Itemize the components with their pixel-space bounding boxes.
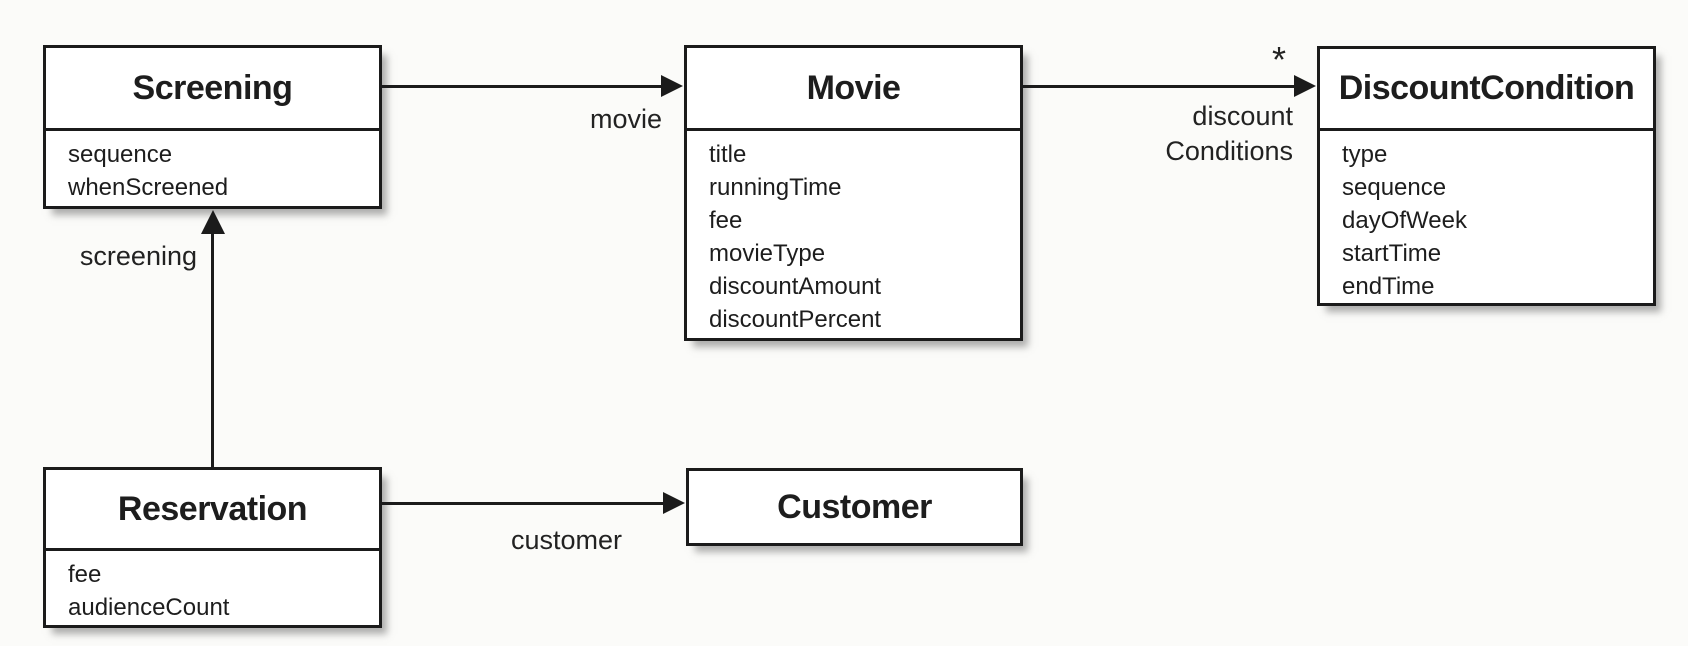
class-box-movie: Movie title runningTime fee movieType di…: [684, 45, 1023, 341]
class-attributes-discount-condition: type sequence dayOfWeek startTime endTim…: [1320, 131, 1653, 303]
association-label-discount-conditions: discount Conditions: [1165, 101, 1293, 166]
arrowhead-icon: [201, 210, 225, 234]
attribute: sequence: [1342, 174, 1447, 201]
attribute: discountAmount: [709, 273, 882, 300]
attribute: startTime: [1342, 240, 1442, 267]
attribute: movieType: [709, 240, 826, 267]
attribute: fee: [68, 561, 102, 588]
association-line-reservation-to-screening: [211, 234, 214, 467]
class-name-screening: Screening: [46, 48, 379, 131]
class-attributes-movie: title runningTime fee movieType discount…: [687, 131, 1020, 336]
class-name-movie: Movie: [687, 48, 1020, 131]
association-line-reservation-to-customer: [382, 502, 664, 505]
class-name-reservation: Reservation: [46, 470, 379, 551]
class-box-screening: Screening sequence whenScreened: [43, 45, 382, 209]
attribute: discountPercent: [709, 306, 882, 333]
association-label-movie: movie: [589, 104, 662, 134]
class-box-reservation: Reservation fee audienceCount: [43, 467, 382, 628]
multiplicity-star: *: [1272, 39, 1287, 80]
attribute: fee: [709, 207, 743, 234]
arrowhead-icon: [661, 75, 683, 97]
attribute: sequence: [68, 141, 173, 168]
association-label-screening: screening: [79, 241, 197, 271]
arrowhead-icon: [663, 492, 685, 514]
association-line-screening-to-movie: [382, 85, 662, 88]
class-name-customer: Customer: [777, 487, 932, 526]
attribute: type: [1342, 141, 1388, 168]
attribute: title: [709, 141, 747, 168]
class-box-customer: Customer: [686, 468, 1023, 546]
class-box-discount-condition: DiscountCondition type sequence dayOfWee…: [1317, 46, 1656, 306]
class-attributes-screening: sequence whenScreened: [46, 131, 379, 204]
class-attributes-reservation: fee audienceCount: [46, 551, 379, 624]
attribute: runningTime: [709, 174, 842, 201]
class-name-discount-condition: DiscountCondition: [1320, 49, 1653, 131]
attribute: endTime: [1342, 273, 1435, 300]
attribute: dayOfWeek: [1342, 207, 1467, 234]
association-line-movie-to-discount-condition: [1023, 85, 1295, 88]
arrowhead-icon: [1294, 75, 1316, 97]
attribute: audienceCount: [68, 594, 230, 621]
attribute: whenScreened: [68, 174, 229, 201]
association-label-customer: customer: [510, 525, 622, 555]
